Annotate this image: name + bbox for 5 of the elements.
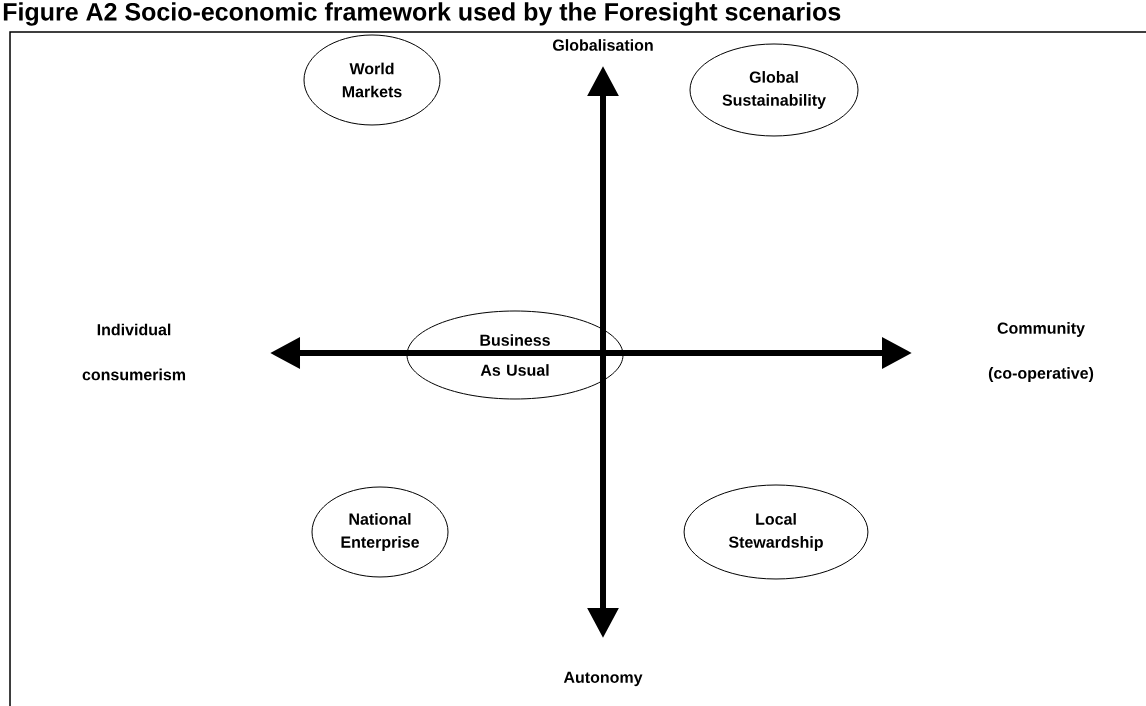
axis-label: Autonomy [563, 671, 643, 687]
axis-label: Community (co-operative) [988, 322, 1094, 382]
axis-label: Individual consumerism [82, 323, 186, 381]
figure-title: Figure A2 Socio-economic framework used by the Foresight scenarios [3, 2, 841, 26]
axis-label: Globalisation [553, 39, 653, 51]
